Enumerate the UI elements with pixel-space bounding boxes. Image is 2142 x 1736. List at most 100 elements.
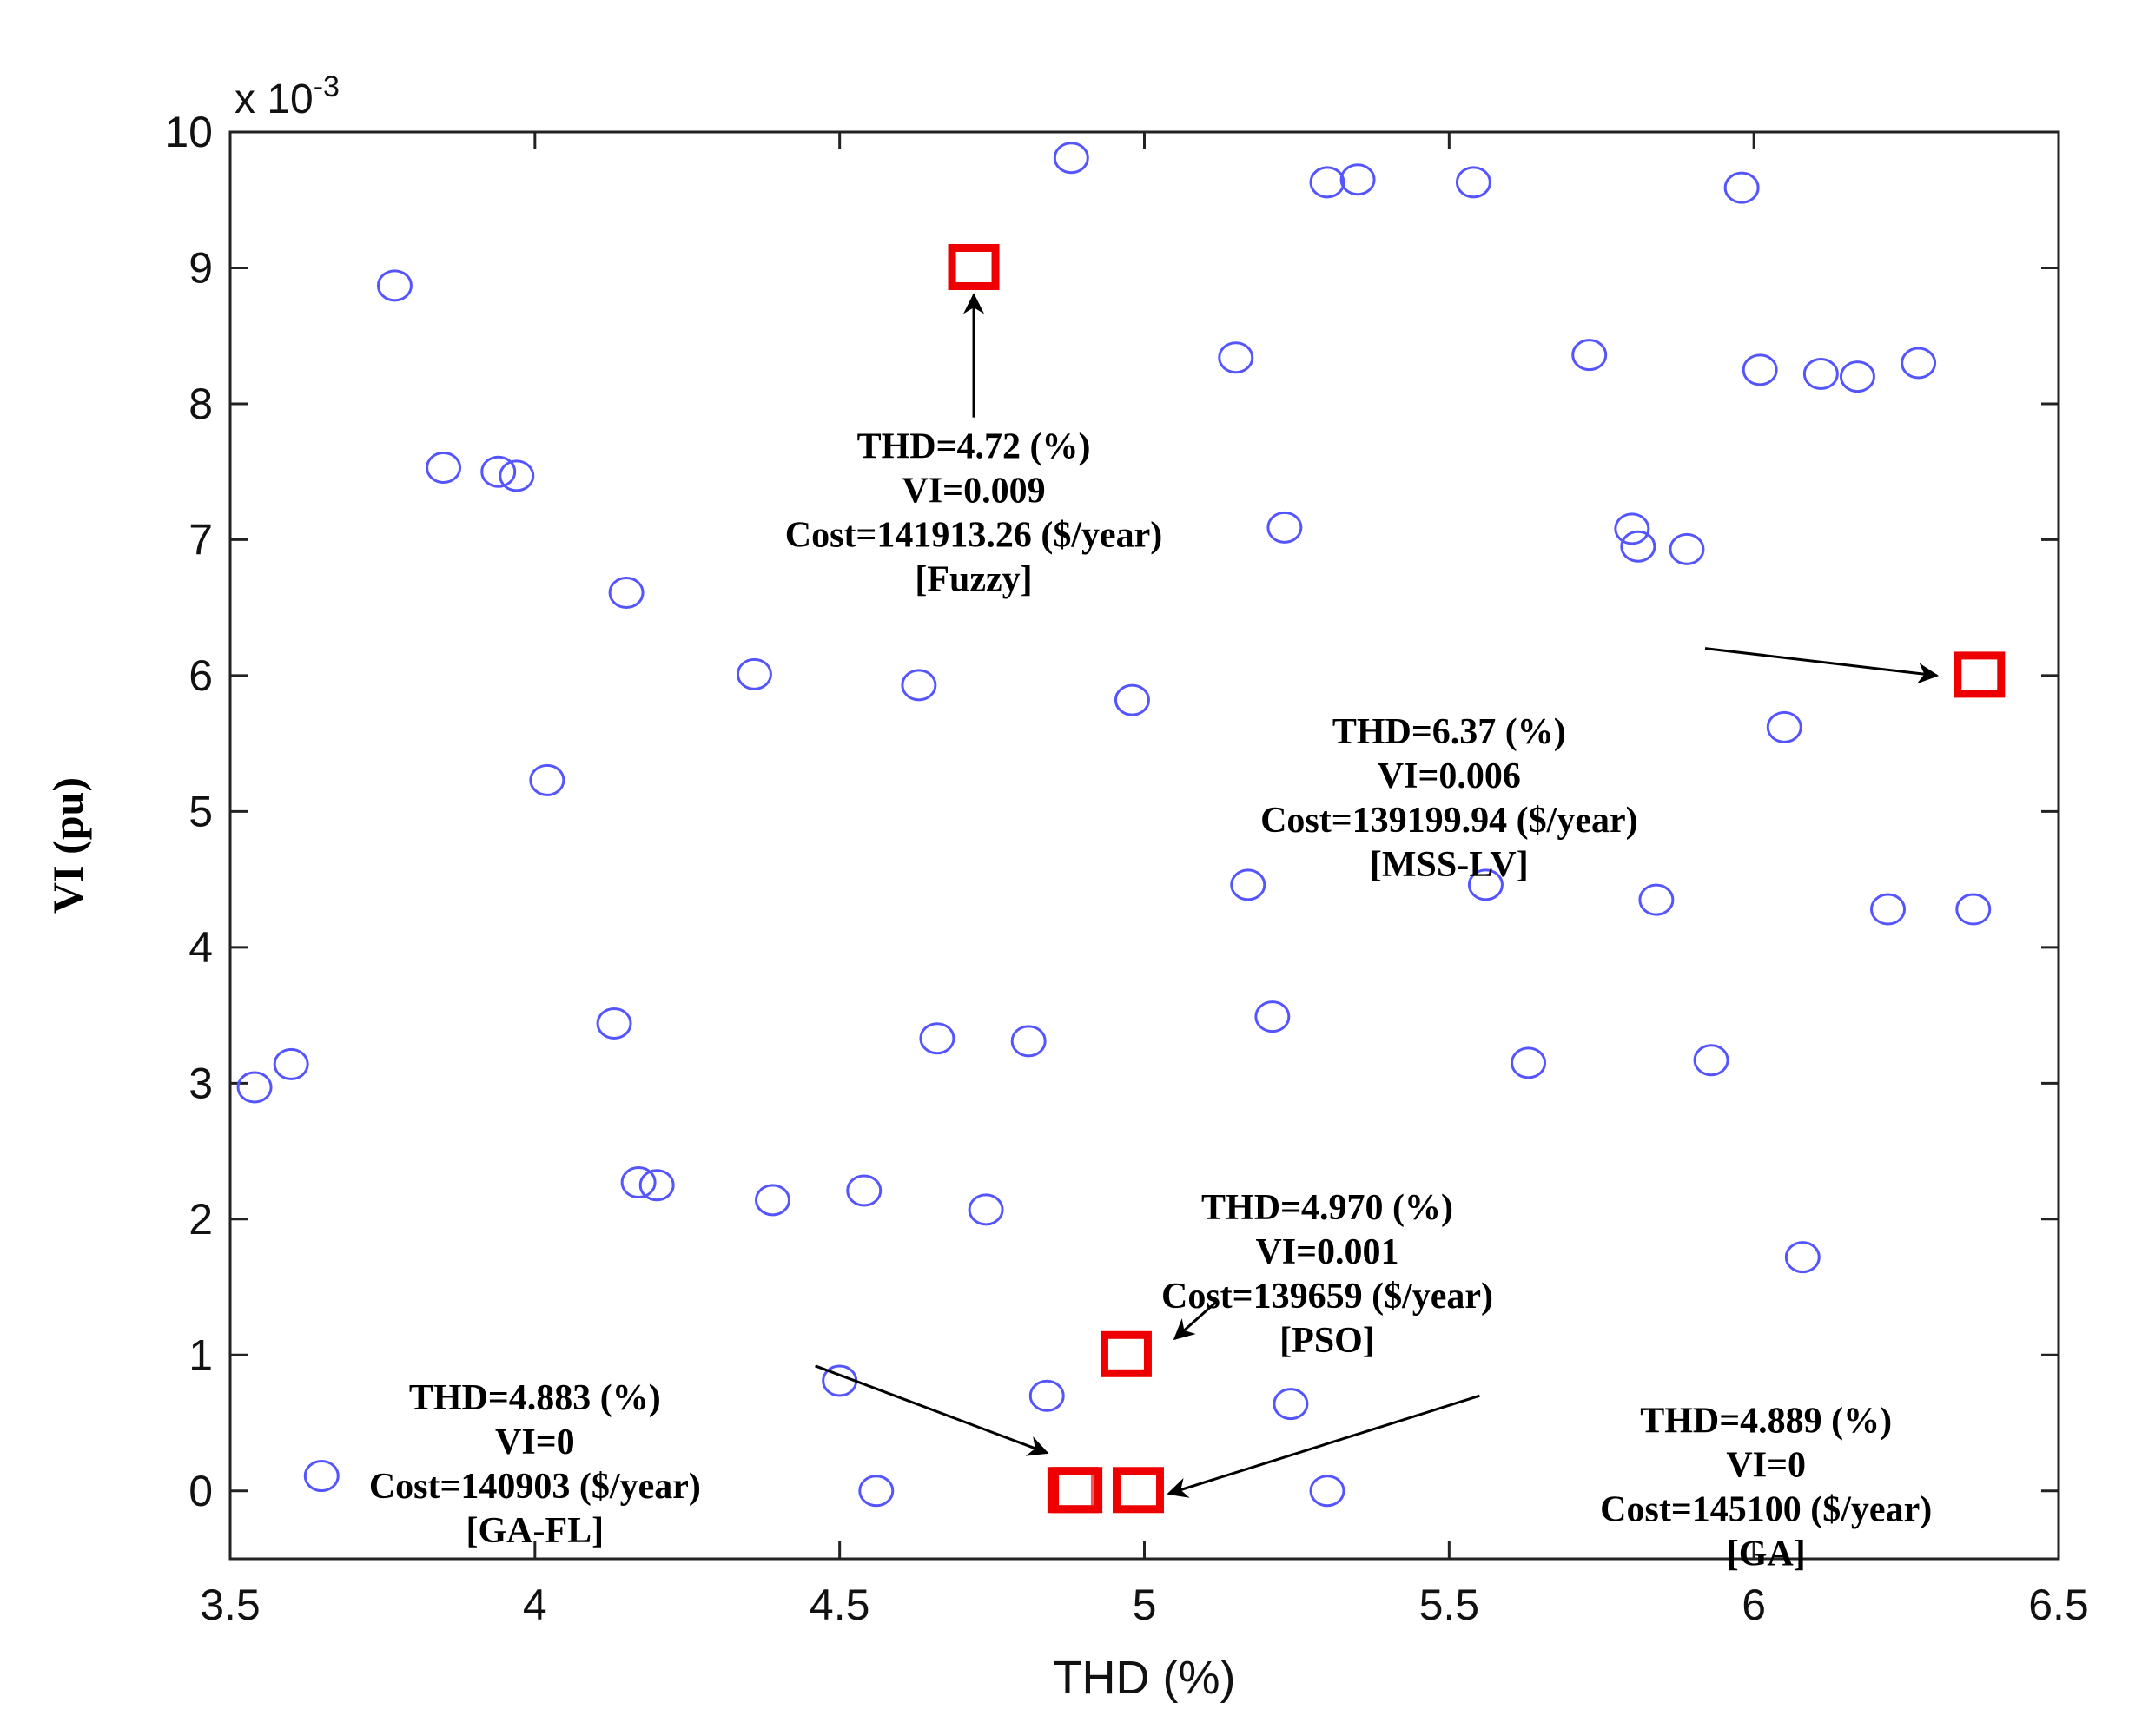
data-points	[236, 142, 2006, 1514]
x-tick-label: 4.5	[810, 1581, 870, 1629]
optimal-solution-point	[1954, 651, 2006, 698]
population-point	[1028, 1379, 1065, 1412]
y-axis-exponent-base: x 10	[235, 76, 314, 122]
annotation-text-line: Cost=141913.26 ($/year)	[785, 516, 1163, 556]
population-point	[1955, 893, 1992, 926]
y-tick-label: 1	[188, 1330, 213, 1379]
optimal-solution-point	[1051, 1467, 1103, 1514]
y-tick-label: 4	[188, 923, 213, 972]
population-point	[1467, 868, 1504, 901]
annotation-text-line: [Fuzzy]	[915, 560, 1032, 600]
population-point	[1742, 353, 1778, 386]
population-point	[480, 455, 517, 488]
y-tick-label: 5	[188, 787, 213, 835]
population-point	[376, 269, 413, 302]
population-point	[1339, 163, 1376, 196]
annotation-text-line: Cost=140903 ($/year)	[369, 1467, 701, 1507]
population-point	[1309, 166, 1345, 199]
population-point	[1114, 683, 1150, 716]
annotation-text-line: [MSS-LV]	[1370, 845, 1529, 885]
population-point	[1723, 171, 1760, 204]
y-tick-label: 0	[188, 1467, 213, 1515]
annotation-text-line: VI=0.009	[902, 472, 1045, 512]
annotation-text-line: THD=4.72 (%)	[857, 427, 1091, 467]
annotation-text-line: Cost=139659 ($/year)	[1161, 1277, 1493, 1317]
annotation-text-line: [PSO]	[1279, 1321, 1375, 1361]
population-point	[1511, 1046, 1547, 1079]
population-point	[1571, 339, 1608, 372]
population-point	[303, 1460, 340, 1493]
population-point	[1901, 347, 1937, 380]
population-point	[1839, 360, 1875, 393]
annotation-text-line: Cost=139199.94 ($/year)	[1260, 801, 1638, 841]
x-axis-title: THD (%)	[1054, 1652, 1236, 1704]
population-point	[1273, 1388, 1309, 1421]
x-tick-label: 5.5	[1419, 1581, 1480, 1629]
population-point	[1053, 142, 1089, 175]
population-point	[1766, 710, 1802, 743]
annotation-text-line: THD=6.37 (%)	[1332, 712, 1566, 752]
population-point	[1870, 893, 1907, 926]
population-point	[736, 657, 772, 690]
population-point	[638, 1169, 675, 1202]
annotation-arrow	[1167, 1394, 1480, 1498]
optimal-solution-point	[1112, 1467, 1164, 1514]
annotation-text-line: THD=4.970 (%)	[1201, 1188, 1453, 1228]
population-point	[499, 459, 535, 492]
population-point	[1455, 166, 1491, 199]
annotation-text-line: [GA]	[1727, 1534, 1806, 1574]
population-point	[620, 1166, 657, 1199]
population-point	[1266, 511, 1303, 544]
population-point	[1309, 1475, 1345, 1508]
population-point	[1254, 1000, 1291, 1033]
y-axis-exponent-label: x 10-3	[235, 70, 340, 122]
y-tick-label: 3	[188, 1059, 213, 1107]
population-point	[968, 1193, 1004, 1226]
population-point	[426, 451, 462, 484]
annotation-arrow	[1704, 647, 1940, 684]
x-tick-label: 4	[523, 1581, 547, 1629]
population-point	[1669, 532, 1705, 565]
x-tick-label: 3.5	[200, 1581, 261, 1629]
annotation-arrow	[1173, 1299, 1219, 1341]
y-tick-label: 8	[188, 380, 213, 428]
population-point	[608, 576, 645, 609]
population-point	[1218, 341, 1254, 374]
annotation-text-line: [GA-FL]	[466, 1511, 605, 1551]
population-point	[919, 1022, 955, 1055]
y-tick-label: 2	[188, 1195, 213, 1244]
population-point	[1802, 358, 1839, 391]
y-tick-label: 9	[188, 243, 213, 292]
annotation-arrow	[815, 1364, 1049, 1456]
annotation-text-line: THD=4.889 (%)	[1640, 1401, 1892, 1441]
optimal-solution-point	[948, 243, 1000, 290]
y-tick-label: 7	[188, 515, 213, 564]
y-tick-label: 6	[188, 651, 213, 700]
y-tick-label: 10	[164, 108, 213, 156]
population-point	[1010, 1025, 1047, 1058]
population-point	[1614, 512, 1650, 545]
population-point	[754, 1184, 790, 1217]
population-point	[1638, 883, 1675, 916]
population-point	[846, 1174, 883, 1207]
annotation-text-line: VI=0.001	[1255, 1232, 1398, 1272]
population-point	[1693, 1044, 1729, 1077]
annotation-text-line: VI=0.006	[1378, 756, 1521, 796]
y-axis-title: VI (pu)	[43, 777, 92, 914]
population-point	[1230, 868, 1266, 901]
annotation-text-line: Cost=145100 ($/year)	[1600, 1489, 1932, 1529]
population-point	[596, 1007, 632, 1040]
annotation-text-line: VI=0	[1726, 1445, 1806, 1485]
optimal-solution-point	[1100, 1330, 1152, 1377]
annotation-text-line: THD=4.883 (%)	[409, 1378, 661, 1418]
population-point	[901, 669, 937, 702]
population-point	[529, 763, 565, 796]
x-tick-label: 5	[1133, 1581, 1157, 1629]
population-point	[1620, 530, 1656, 563]
population-point	[273, 1047, 309, 1080]
population-point	[858, 1475, 895, 1508]
